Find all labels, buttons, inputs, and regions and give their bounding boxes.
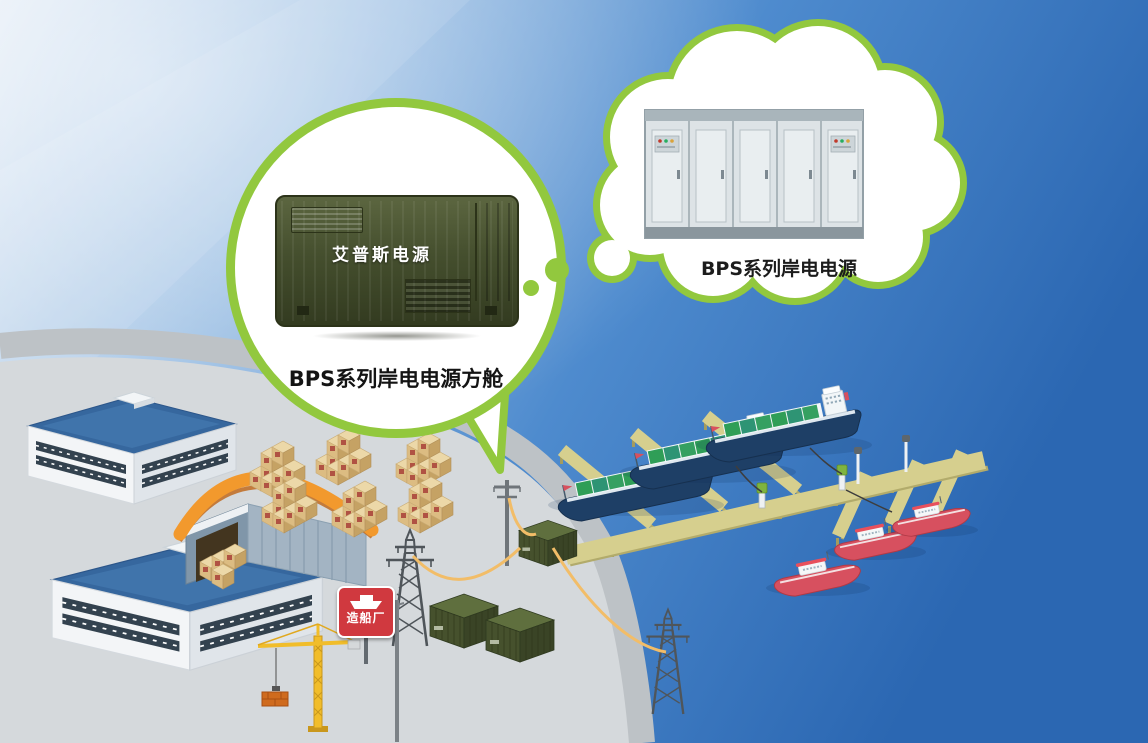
circle-bubble-caption: BPS系列岸电电源方舱: [288, 367, 504, 391]
shore-power-shelter-illustration: 艾普斯电源: [275, 195, 519, 343]
cloud-bubble-caption: BPS系列岸电电源: [700, 258, 858, 280]
shelter-corrugation: [281, 201, 513, 321]
cloud-bubble: [587, 19, 967, 305]
shipyard-sign: 造船厂: [337, 586, 395, 664]
shipyard-sign-pole: [364, 638, 368, 664]
yellow-cables: [411, 497, 667, 654]
shelter-vent-bottom: [405, 279, 471, 313]
pier-spine: [563, 451, 987, 565]
shelter-foot: [297, 306, 309, 315]
shelter-foot: [485, 306, 497, 315]
shelter-ground-shadow: [279, 329, 515, 343]
shipyard-sign-label: 造船厂: [346, 611, 386, 625]
shore-power-container-small: [518, 519, 578, 567]
shelter-vent-top: [291, 207, 363, 233]
crane-load-bricks: [261, 691, 289, 707]
circle-bubble: 艾普斯电源 BPS系列岸电电源方舱: [226, 98, 566, 438]
shipyard-sign-board: 造船厂: [337, 586, 395, 638]
power-cables: [735, 447, 893, 513]
ship-icon: [350, 594, 382, 609]
shelter-brand-label: 艾普斯电源: [332, 245, 432, 266]
shore-power-container: [485, 607, 555, 663]
cargo-ships: [548, 381, 872, 527]
shore-power-cabinets-illustration: [644, 109, 864, 239]
red-boats: [766, 489, 978, 601]
tower-crane: [257, 623, 361, 732]
pier-equipment: [735, 433, 912, 513]
shelter-body: 艾普斯电源: [275, 195, 519, 327]
shelter-door: [475, 203, 511, 301]
